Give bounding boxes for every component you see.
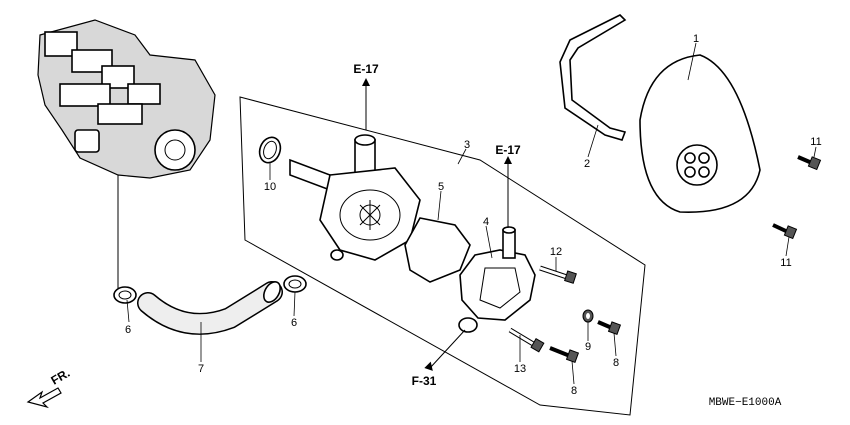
part-number-8-lower: 8 [571, 385, 577, 397]
part-number-8-upper: 8 [613, 357, 619, 369]
part-number-2: 2 [584, 158, 590, 170]
engine-illustration [37, 19, 216, 290]
gasket-5 [404, 217, 471, 283]
pump-cover-1 [639, 54, 761, 213]
part-number-11-lower: 11 [780, 257, 791, 269]
bolt-8-lower [549, 346, 580, 364]
drawing-code: MBWE−E1000A [709, 397, 782, 409]
bolt-8-upper [597, 320, 622, 336]
part-number-6-left: 6 [125, 324, 131, 336]
front-direction-arrow: FR. [26, 366, 73, 409]
part-number-13: 13 [514, 363, 526, 375]
part-number-11-upper: 11 [810, 136, 821, 148]
bolt-11-lower [772, 223, 798, 240]
ref-arrow-e17-left [362, 78, 370, 130]
washer-9 [582, 309, 594, 323]
ref-label-f31: F-31 [412, 374, 437, 388]
bolt-13 [508, 327, 545, 353]
ref-label-e17-right: E-17 [495, 143, 521, 157]
bolt-12 [539, 265, 577, 284]
part-number-5: 5 [438, 181, 444, 193]
part-number-9: 9 [585, 341, 591, 353]
part-number-10: 10 [264, 181, 276, 193]
part-number-7: 7 [198, 363, 204, 375]
ref-arrow-e17-right [504, 156, 512, 228]
o-ring-10 [258, 136, 282, 164]
water-pump-body [289, 134, 421, 261]
front-direction-label: FR. [49, 366, 73, 388]
ref-label-e17-left: E-17 [353, 62, 379, 76]
assembly-outline [239, 96, 646, 416]
ref-arrow-f31 [424, 329, 466, 371]
part-number-12: 12 [550, 246, 562, 258]
bolt-11-upper [797, 155, 822, 171]
hose-clamp-right [283, 275, 307, 293]
water-hose [137, 281, 283, 335]
leader-lines [126, 42, 817, 385]
hose-clamp-left [113, 286, 137, 304]
part-number-1: 1 [693, 33, 699, 45]
part-number-4: 4 [483, 216, 489, 228]
part-number-3: 3 [464, 139, 470, 151]
bracket-2 [559, 14, 627, 141]
water-pump-cover [458, 226, 536, 333]
part-number-6-right: 6 [291, 317, 297, 329]
